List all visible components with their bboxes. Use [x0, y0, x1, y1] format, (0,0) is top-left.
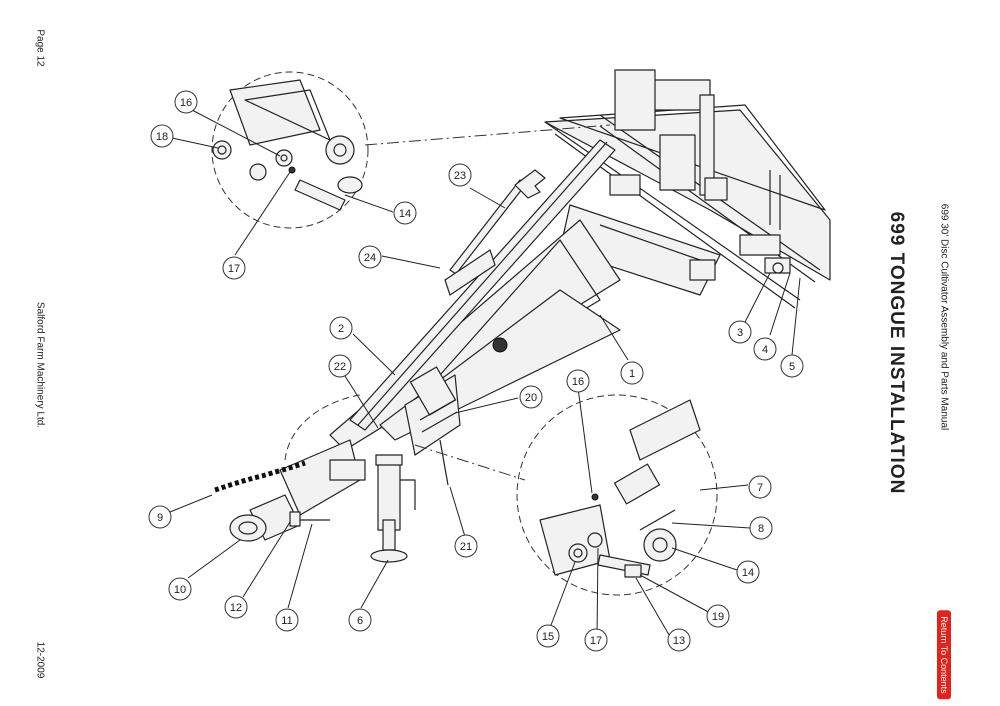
svg-text:9: 9 [157, 512, 163, 524]
wrench [449, 169, 546, 275]
hitch-assembly [214, 439, 366, 542]
leader-lines [169, 109, 801, 641]
callout-18: 18 [150, 124, 174, 148]
upper-tube [349, 139, 616, 431]
svg-text:19: 19 [712, 611, 724, 623]
callout-1: 1 [620, 361, 644, 385]
svg-text:18: 18 [156, 131, 168, 143]
svg-text:14: 14 [399, 208, 411, 220]
svg-text:6: 6 [357, 615, 363, 627]
svg-text:17: 17 [228, 263, 240, 275]
callout-8: 8 [749, 516, 773, 540]
svg-text:4: 4 [762, 344, 768, 356]
svg-text:15: 15 [542, 631, 554, 643]
callout-4: 4 [753, 337, 777, 361]
callout-14b: 14 [736, 560, 760, 584]
svg-text:2: 2 [338, 323, 344, 335]
svg-text:22: 22 [334, 361, 346, 373]
detail-circle-bottom [516, 394, 718, 596]
svg-text:10: 10 [174, 584, 186, 596]
svg-text:14: 14 [742, 567, 754, 579]
callout-13: 13 [667, 628, 691, 652]
callout-16b: 16 [566, 369, 590, 393]
callout-17b: 17 [584, 628, 608, 652]
svg-text:20: 20 [525, 392, 537, 404]
callout-21: 21 [454, 534, 478, 558]
svg-text:13: 13 [673, 635, 685, 647]
callout-11: 11 [275, 608, 299, 632]
callout-17a: 17 [222, 256, 246, 280]
svg-text:16: 16 [572, 376, 584, 388]
detail-arc-hitch [284, 394, 361, 461]
svg-text:11: 11 [281, 615, 292, 627]
callout-16a: 16 [174, 90, 198, 114]
svg-text:23: 23 [454, 170, 466, 182]
svg-text:16: 16 [180, 97, 192, 109]
svg-text:12: 12 [230, 602, 242, 614]
bottom-detail-parts [539, 399, 701, 578]
hose-holder [404, 366, 461, 486]
detail-circle-top [211, 71, 369, 229]
callout-15: 15 [536, 624, 560, 648]
svg-text:3: 3 [737, 327, 743, 339]
main-frame [544, 69, 831, 309]
svg-text:24: 24 [364, 252, 376, 264]
callout-24: 24 [358, 245, 382, 269]
jack [370, 454, 416, 563]
callout-22: 22 [328, 354, 352, 378]
svg-text:21: 21 [460, 541, 472, 553]
top-detail-parts [212, 79, 363, 211]
callout-12: 12 [224, 595, 248, 619]
callout-10: 10 [168, 577, 192, 601]
callout-23: 23 [448, 163, 472, 187]
svg-text:8: 8 [758, 523, 764, 535]
callout-3: 3 [728, 320, 752, 344]
callout-2: 2 [329, 316, 353, 340]
svg-text:1: 1 [629, 368, 635, 380]
callout-19: 19 [706, 604, 730, 628]
callout-7: 7 [748, 475, 772, 499]
callout-9: 9 [148, 505, 172, 529]
svg-text:7: 7 [757, 482, 763, 494]
callout-5: 5 [780, 354, 804, 378]
callout-14a: 14 [393, 201, 417, 225]
callout-6: 6 [348, 608, 372, 632]
callout-20: 20 [519, 385, 543, 409]
svg-text:5: 5 [789, 361, 795, 373]
decal [444, 249, 496, 296]
svg-text:17: 17 [590, 635, 602, 647]
